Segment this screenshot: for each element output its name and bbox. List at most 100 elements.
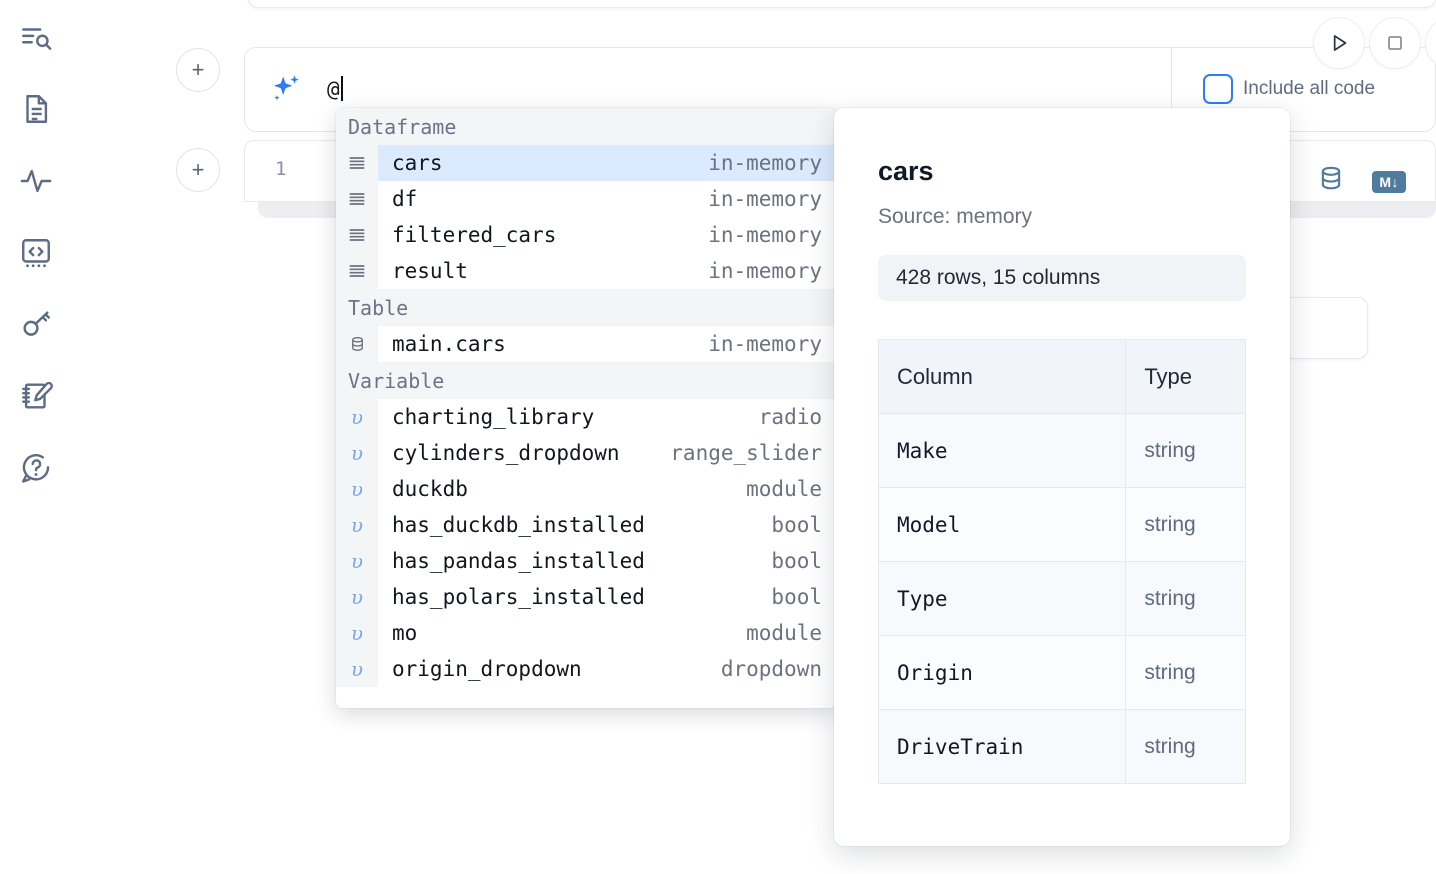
autocomplete-dropdown[interactable]: Dataframecarsin-memorydfin-memoryfiltere…: [336, 108, 836, 708]
left-icon-rail: [0, 0, 72, 874]
include-all-code-label: Include all code: [1243, 78, 1375, 100]
autocomplete-item[interactable]: υhas_pandas_installedbool: [336, 543, 836, 579]
variable-upsilon-icon: υ: [336, 651, 378, 687]
ai-sparkle-icon: [269, 72, 303, 106]
dataframe-rows-icon: [336, 145, 378, 181]
autocomplete-item-name: has_pandas_installed: [378, 549, 771, 573]
autocomplete-item-name: charting_library: [378, 405, 759, 429]
schema-table-header: Type: [1126, 340, 1246, 414]
schema-table-row: Makestring: [879, 414, 1246, 488]
autocomplete-item-name: cylinders_dropdown: [378, 441, 670, 465]
autocomplete-item-name: duckdb: [378, 477, 746, 501]
autocomplete-item[interactable]: υorigin_dropdowndropdown: [336, 651, 836, 687]
schema-column-type: string: [1126, 414, 1246, 488]
autocomplete-item-name: main.cars: [378, 332, 708, 356]
autocomplete-item-meta: module: [746, 621, 836, 645]
autocomplete-item-name: filtered_cars: [378, 223, 708, 247]
autocomplete-item-name: origin_dropdown: [378, 657, 721, 681]
schema-table-row: DriveTrainstring: [879, 710, 1246, 784]
schema-column-name: DriveTrain: [879, 710, 1126, 784]
autocomplete-item-name: has_polars_installed: [378, 585, 771, 609]
help-question-icon[interactable]: [12, 444, 60, 492]
add-cell-button-top[interactable]: +: [176, 48, 220, 92]
schema-column-type: string: [1126, 562, 1246, 636]
schema-column-name: Type: [879, 562, 1126, 636]
autocomplete-item[interactable]: υcharting_libraryradio: [336, 399, 836, 435]
schema-column-type: string: [1126, 488, 1246, 562]
detail-title: cars: [878, 156, 1246, 187]
code-snippets-icon[interactable]: [12, 229, 60, 277]
plus-icon: +: [192, 159, 205, 181]
ai-prompt-input[interactable]: @: [327, 72, 343, 106]
autocomplete-item-name: cars: [378, 151, 708, 175]
stop-button[interactable]: [1369, 17, 1421, 69]
autocomplete-item-meta: in-memory: [708, 259, 836, 283]
cell-card-above: [248, 0, 1436, 8]
autocomplete-item-meta: in-memory: [708, 332, 836, 356]
schema-table-row: Originstring: [879, 636, 1246, 710]
schema-column-name: Model: [879, 488, 1126, 562]
dataframe-rows-icon: [336, 181, 378, 217]
schema-table: ColumnTypeMakestringModelstringTypestrin…: [878, 339, 1246, 784]
autocomplete-item-meta: in-memory: [708, 151, 836, 175]
activity-pulse-icon[interactable]: [12, 157, 60, 205]
autocomplete-group-header: Dataframe: [336, 108, 836, 145]
cell-toolbar: M↓: [1316, 164, 1406, 199]
notebook-file-icon[interactable]: [12, 85, 60, 133]
autocomplete-item-meta: bool: [771, 549, 836, 573]
autocomplete-item[interactable]: υduckdbmodule: [336, 471, 836, 507]
autocomplete-item[interactable]: dfin-memory: [336, 181, 836, 217]
variable-upsilon-icon: υ: [336, 543, 378, 579]
ai-prompt-value: @: [327, 77, 340, 101]
autocomplete-item[interactable]: carsin-memory: [336, 145, 836, 181]
autocomplete-item[interactable]: main.carsin-memory: [336, 326, 836, 362]
autocomplete-item-meta: module: [746, 477, 836, 501]
variable-upsilon-icon: υ: [336, 399, 378, 435]
variable-upsilon-icon: υ: [336, 435, 378, 471]
dataframe-detail-panel: cars Source: memory 428 rows, 15 columns…: [834, 108, 1290, 846]
autocomplete-item-name: result: [378, 259, 708, 283]
variable-upsilon-icon: υ: [336, 579, 378, 615]
autocomplete-item-name: df: [378, 187, 708, 211]
scratchpad-edit-icon[interactable]: [12, 372, 60, 420]
run-button[interactable]: [1313, 17, 1365, 69]
plus-icon: +: [192, 59, 205, 81]
schema-table-header-row: ColumnType: [879, 340, 1246, 414]
autocomplete-item[interactable]: υmomodule: [336, 615, 836, 651]
schema-table-header: Column: [879, 340, 1126, 414]
autocomplete-item-meta: in-memory: [708, 223, 836, 247]
variable-upsilon-icon: υ: [336, 471, 378, 507]
autocomplete-item[interactable]: υhas_polars_installedbool: [336, 579, 836, 615]
autocomplete-group-header: Variable: [336, 362, 836, 399]
variable-upsilon-icon: υ: [336, 615, 378, 651]
secrets-key-icon[interactable]: [12, 300, 60, 348]
square-stop-icon: [1383, 31, 1407, 55]
line-number: 1: [275, 158, 286, 180]
autocomplete-item[interactable]: resultin-memory: [336, 253, 836, 289]
include-all-code-row[interactable]: Include all code: [1203, 74, 1375, 104]
include-all-code-checkbox[interactable]: [1203, 74, 1233, 104]
autocomplete-item-meta: range_slider: [670, 441, 836, 465]
text-caret: [341, 76, 343, 101]
autocomplete-item[interactable]: υhas_duckdb_installedbool: [336, 507, 836, 543]
explore-files-icon[interactable]: [12, 14, 60, 62]
schema-column-type: string: [1126, 710, 1246, 784]
schema-column-name: Origin: [879, 636, 1126, 710]
autocomplete-item-meta: dropdown: [721, 657, 836, 681]
database-icon[interactable]: [1316, 164, 1346, 199]
detail-source: Source: memory: [878, 205, 1246, 229]
autocomplete-item[interactable]: filtered_carsin-memory: [336, 217, 836, 253]
autocomplete-item-meta: in-memory: [708, 187, 836, 211]
schema-table-row: Modelstring: [879, 488, 1246, 562]
play-triangle-icon: [1326, 30, 1352, 56]
markdown-badge[interactable]: M↓: [1372, 171, 1406, 193]
autocomplete-item-meta: bool: [771, 513, 836, 537]
schema-table-row: Typestring: [879, 562, 1246, 636]
schema-column-name: Make: [879, 414, 1126, 488]
autocomplete-item[interactable]: υcylinders_dropdownrange_slider: [336, 435, 836, 471]
autocomplete-group-header: Table: [336, 289, 836, 326]
dataframe-rows-icon: [336, 253, 378, 289]
detail-shape-badge: 428 rows, 15 columns: [878, 255, 1246, 301]
add-cell-button-bottom[interactable]: +: [176, 148, 220, 192]
variable-upsilon-icon: υ: [336, 507, 378, 543]
